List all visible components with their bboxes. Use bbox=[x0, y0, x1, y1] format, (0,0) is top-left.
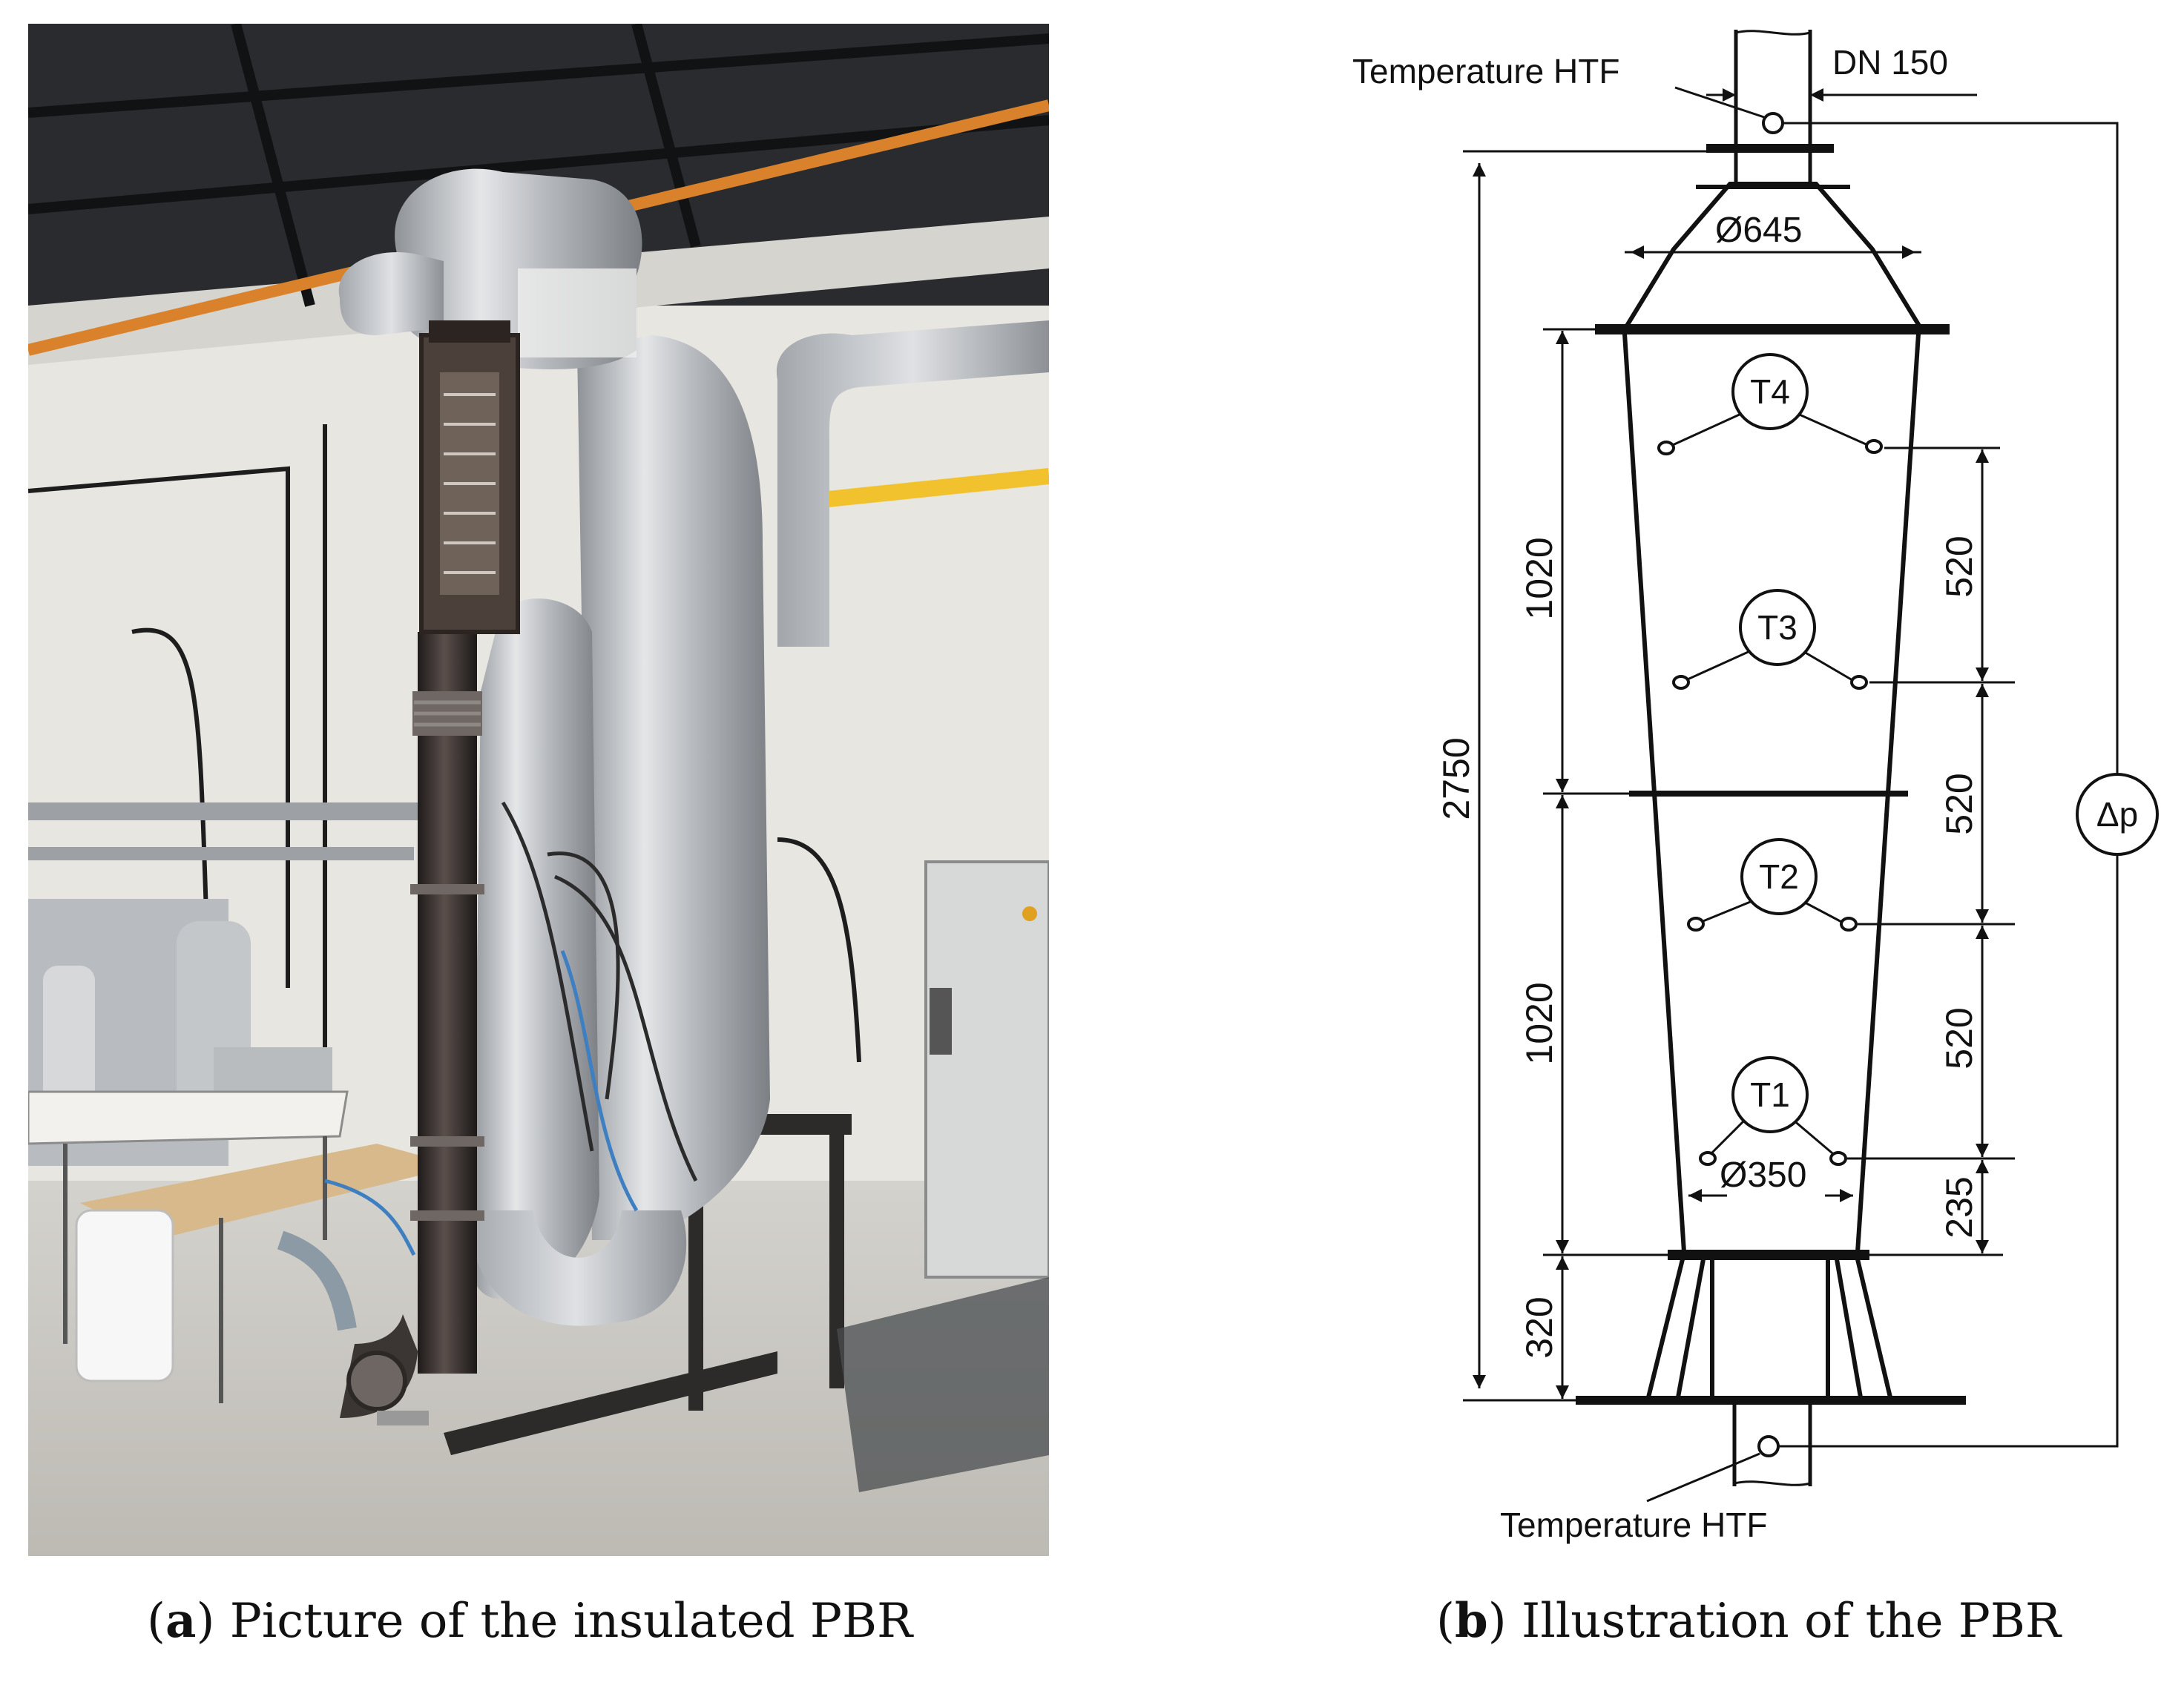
sensor-t2: T2 bbox=[1687, 838, 1858, 932]
spacing-t2-t1-label: 520 bbox=[1938, 1007, 1980, 1069]
top-cone bbox=[1620, 182, 1926, 332]
sensor-t3-label: T3 bbox=[1757, 608, 1797, 647]
temperature-sensor-top bbox=[1762, 112, 1784, 134]
control-cabinet bbox=[924, 860, 1049, 1279]
top-pipe bbox=[1734, 30, 1812, 184]
dn-label: DN 150 bbox=[1832, 43, 1948, 82]
temperature-label-bottom: Temperature HTF bbox=[1500, 1506, 1767, 1544]
caption-a-letter: a bbox=[165, 1593, 197, 1649]
spacing-t4-t3-label: 520 bbox=[1938, 535, 1980, 597]
sensor-t4: T4 bbox=[1657, 353, 1883, 455]
caption-b-letter: b bbox=[1454, 1593, 1488, 1649]
sensor-t2-label: T2 bbox=[1759, 857, 1799, 896]
white-bin bbox=[75, 1209, 174, 1382]
total-height-label: 2750 bbox=[1435, 737, 1477, 820]
sensor-t1-label: T1 bbox=[1750, 1075, 1790, 1114]
spacing-t1-bottom-label: 235 bbox=[1938, 1176, 1980, 1238]
pressure-loop bbox=[1779, 122, 2119, 1448]
temperature-sensor-bottom bbox=[1757, 1435, 1780, 1457]
caption-a-text: Picture of the insulated PBR bbox=[229, 1594, 913, 1649]
caption-b: (b) Illustration of the PBR bbox=[1436, 1593, 2062, 1649]
diameter-top-label: Ø645 bbox=[1715, 211, 1802, 250]
caption-b-text: Illustration of the PBR bbox=[1522, 1594, 2062, 1649]
dp-sensor bbox=[2076, 773, 2159, 856]
upper-section-label: 1020 bbox=[1519, 537, 1560, 619]
sensor-t4-label: T4 bbox=[1750, 372, 1790, 411]
temperature-label-top: Temperature HTF bbox=[1352, 52, 1619, 90]
insulated-duct bbox=[776, 320, 1049, 647]
steel-riser-pipe bbox=[418, 632, 477, 1374]
diameter-bottom-label: Ø350 bbox=[1720, 1156, 1806, 1195]
sensor-t3: T3 bbox=[1672, 589, 1868, 690]
base-height-label: 320 bbox=[1519, 1296, 1560, 1358]
base-stand bbox=[1646, 1259, 1892, 1398]
insulated-column bbox=[470, 599, 599, 1299]
wooden-table bbox=[80, 1144, 458, 1240]
sensor-t1: T1 bbox=[1699, 1056, 1847, 1166]
yellow-pipe bbox=[798, 468, 1049, 510]
spacing-t3-t2-label: 520 bbox=[1938, 773, 1980, 834]
white-table bbox=[28, 1090, 349, 1145]
insulated-vessel bbox=[577, 335, 770, 1240]
dp-label: Δp bbox=[2096, 795, 2138, 834]
lower-section-label: 1020 bbox=[1519, 982, 1560, 1064]
pbr-photo bbox=[28, 24, 1049, 1556]
caption-a: (a) Picture of the insulated PBR bbox=[147, 1593, 913, 1649]
